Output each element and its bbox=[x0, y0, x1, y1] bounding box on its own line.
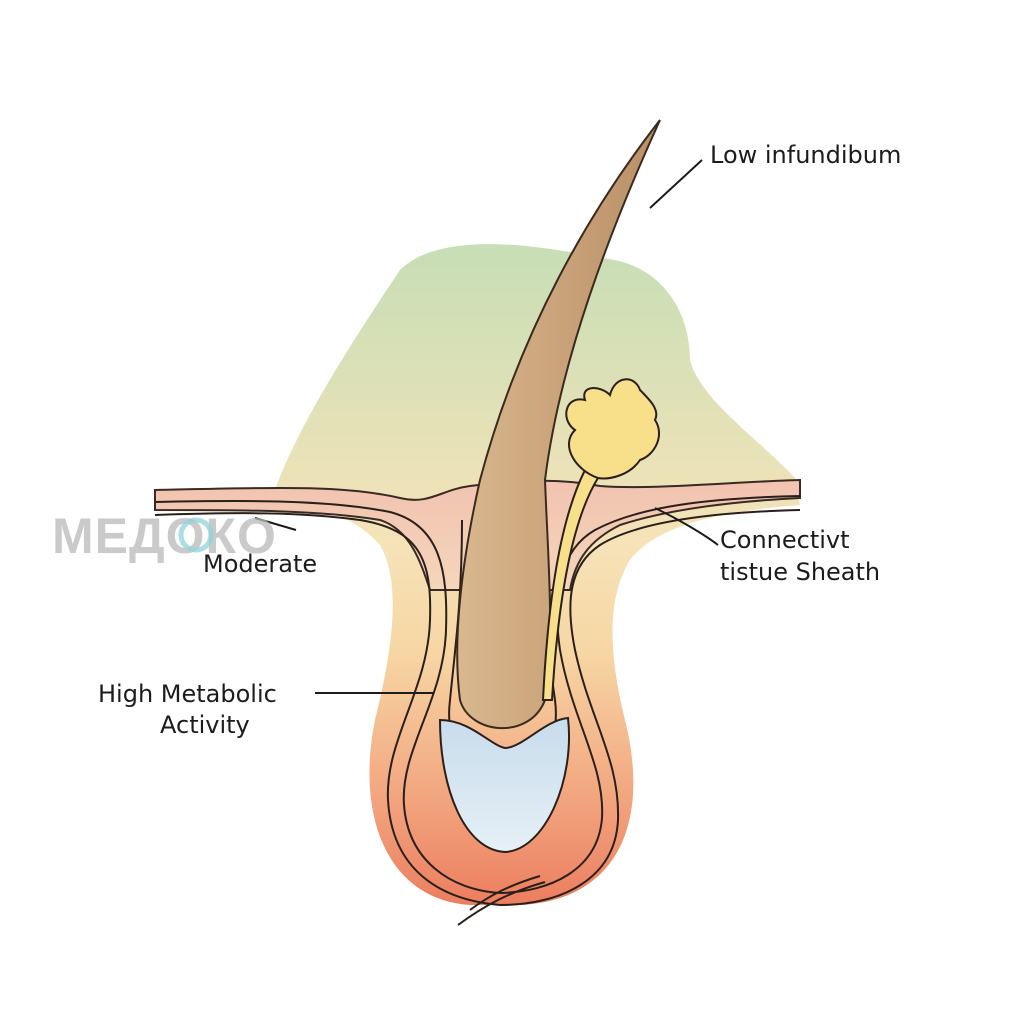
outer-sheath-line-right-1 bbox=[499, 509, 801, 906]
label-moderate: Moderate bbox=[203, 550, 317, 578]
nerve-line-2 bbox=[457, 881, 546, 926]
label-high-metabolic-line2: Activity bbox=[160, 711, 250, 739]
leader-line-low-infundibum bbox=[649, 159, 703, 209]
outer-sheath-line-left-2 bbox=[154, 500, 501, 894]
sebaceous-gland bbox=[565, 378, 660, 480]
hair-shaft bbox=[456, 119, 661, 730]
outer-sheath-line-left-1 bbox=[154, 512, 501, 906]
label-connective-tissue-line1: Connectivt bbox=[720, 526, 850, 554]
label-high-metabolic-line1: High Metabolic bbox=[98, 680, 277, 708]
dermal-papilla bbox=[438, 716, 570, 854]
leader-line-moderate bbox=[254, 517, 297, 531]
label-connective-tissue-line2: tistue Sheath bbox=[720, 558, 880, 586]
watermark-logo: МЕДОКО bbox=[52, 508, 277, 564]
leader-line-connective-tissue-sheath bbox=[654, 507, 719, 546]
label-low-infundibum: Low infundibum bbox=[710, 141, 901, 169]
sebaceous-duct bbox=[541, 468, 600, 701]
watermark-accent-ring bbox=[178, 517, 214, 553]
nerve-line-1 bbox=[469, 875, 541, 911]
